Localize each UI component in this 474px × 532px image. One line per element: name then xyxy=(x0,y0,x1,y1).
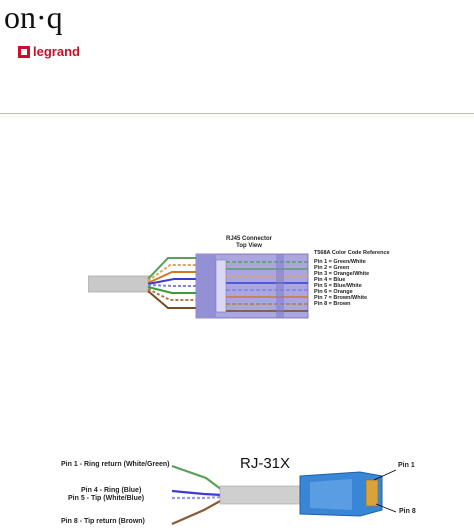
pin-ref-4: Pin 4 = Blue xyxy=(314,277,346,283)
rj31x-right-label-pin8: Pin 8 xyxy=(399,508,416,515)
rj31x-title: RJ-31X xyxy=(240,455,291,472)
legrand-mark-icon xyxy=(18,45,30,58)
rj45-inner-wires xyxy=(226,261,308,312)
pin-ref-8: Pin 8 = Brown xyxy=(314,301,351,307)
rj31x-wires xyxy=(171,464,223,526)
rj31x-diagram xyxy=(171,464,397,526)
pin-ref-7: Pin 7 = Brown/White xyxy=(314,295,368,301)
rj45-diagram xyxy=(88,253,309,319)
rj31x-plug-highlight xyxy=(310,479,352,510)
pin-ref-2: Pin 2 = Green xyxy=(314,265,350,271)
rj45-subtitle: Top View xyxy=(236,243,262,249)
pin-ref-1: Pin 1 = Green/White xyxy=(314,259,366,265)
rj45-latch xyxy=(215,259,227,313)
rj31x-label-pin8: Pin 8 - Tip return (Brown) xyxy=(61,518,145,525)
rj31x-label-pin5: Pin 5 - Tip (White/Blue) xyxy=(68,495,145,502)
rj45-boot xyxy=(196,254,216,318)
rj45-title: RJ45 Connector xyxy=(225,236,272,242)
pin-ref-6: Pin 6 = Orange xyxy=(314,289,353,295)
rj45-contacts xyxy=(276,254,284,318)
rj31x-right-label-pin1: Pin 1 xyxy=(398,462,415,469)
pin-ref-5: Pin 5 = Blue/White xyxy=(314,283,362,289)
rj31x-label-pin4: Pin 4 - Ring (Blue) xyxy=(81,487,142,494)
pin8-leader xyxy=(375,503,397,513)
rj31x-contacts xyxy=(365,479,379,507)
header-divider xyxy=(0,113,474,114)
legrand-logo: legrand xyxy=(18,44,80,59)
rj31x-label-pin1: Pin 1 - Ring return (White/Green) xyxy=(61,461,170,468)
rj31x-cable xyxy=(219,485,305,505)
cable-jacket xyxy=(88,275,151,293)
pin-ref-3: Pin 3 = Orange/White xyxy=(314,271,370,277)
wire-fan xyxy=(147,257,198,309)
pin1-leader xyxy=(373,469,397,481)
legrand-wordmark: legrand xyxy=(33,44,80,59)
brand-logo: on·q xyxy=(4,0,63,35)
color-reference-title: T568A Color Code Reference xyxy=(314,250,390,256)
